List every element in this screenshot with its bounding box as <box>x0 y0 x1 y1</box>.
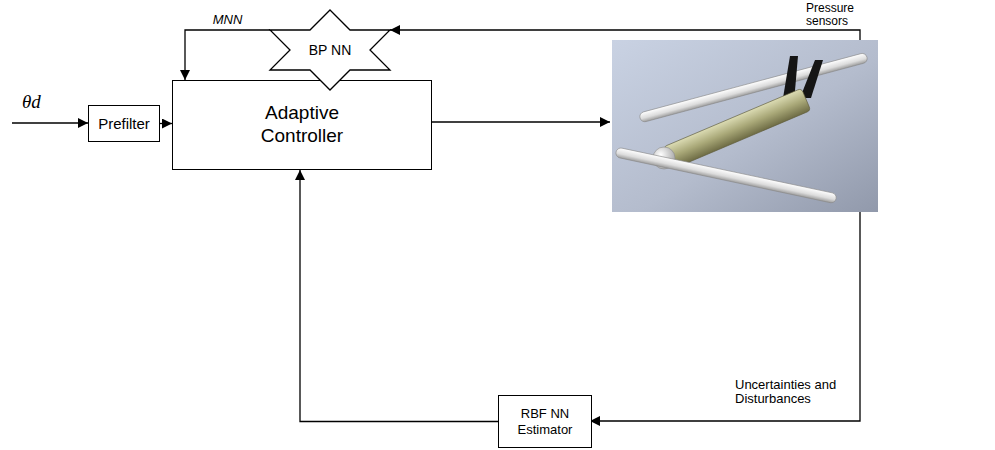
process-box: Prefilter <box>88 105 160 142</box>
disturbance-wire <box>590 212 860 421</box>
signal-label: Uncertainties and Disturbances <box>735 378 851 407</box>
star-outline <box>270 10 390 90</box>
signal-arrow <box>185 30 270 80</box>
estimator-box: RBF NN Estimator <box>498 395 592 448</box>
controller-box: Adaptive Controller <box>172 80 432 170</box>
edge-label: MNN <box>211 12 245 27</box>
node-text: Adaptive Controller <box>247 102 357 148</box>
signal-label: Pressure sensors <box>806 2 864 28</box>
node-text: BP NN <box>309 42 352 59</box>
input-arrow <box>12 122 88 123</box>
control-arrow <box>432 121 610 122</box>
signal-arrow <box>160 123 172 124</box>
aircraft-illustration <box>612 40 878 212</box>
node-text: Prefilter <box>98 115 150 133</box>
node-text: RBF NN Estimator <box>505 406 585 437</box>
sensor-wire <box>390 30 860 40</box>
signal-arrow <box>300 170 498 422</box>
network-star: BP NN <box>270 10 390 90</box>
input-signal-label: θd <box>22 92 62 113</box>
